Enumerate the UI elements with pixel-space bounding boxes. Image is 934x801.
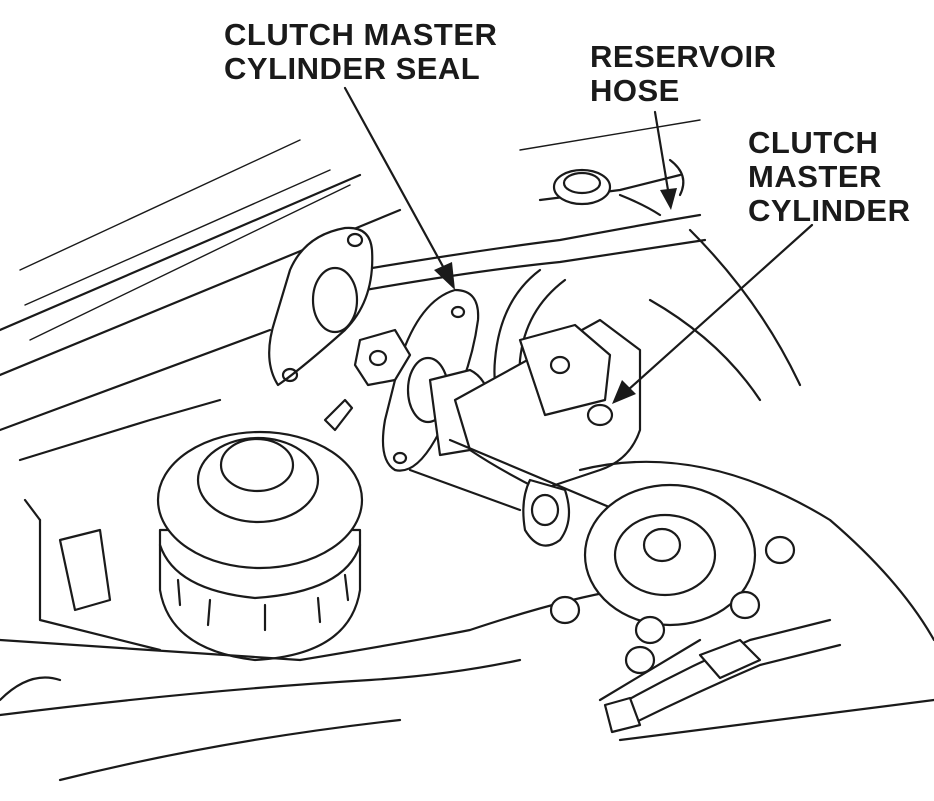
callout-clutch-master-cylinder-seal: CLUTCH MASTER CYLINDER SEAL [224,18,497,86]
firewall-lines [0,119,802,432]
callout-line: RESERVOIR [590,39,777,74]
seal-leader-line [343,86,448,274]
firewall-grommet [552,168,612,206]
callout-clutch-master-cylinder: CLUTCH MASTER CYLINDER [748,126,910,228]
hose-arrow-head [660,188,677,210]
battery-box [18,398,222,652]
cylinder-arrow-head [612,380,636,404]
callout-line: CLUTCH MASTER [224,17,498,52]
lower-crossmember [0,588,934,782]
strut-tower [549,460,934,675]
fluid-reservoir [156,398,364,662]
leader-arrows [343,86,814,404]
callout-line: CYLINDER SEAL [224,51,481,86]
seal-arrow-head [434,262,455,290]
cylinder-leader-line [626,223,814,392]
callout-reservoir-hose: RESERVOIR HOSE [590,40,777,108]
callout-line: CLUTCH [748,125,879,160]
callout-line: CYLINDER [748,193,911,228]
reservoir-hose [358,158,707,422]
hose-leader-line [653,110,670,192]
clutch-master-cylinder [408,318,642,547]
firewall-bracket [268,226,374,387]
wire-harness [603,618,842,734]
callout-line: MASTER [748,159,882,194]
callout-line: HOSE [590,73,680,108]
